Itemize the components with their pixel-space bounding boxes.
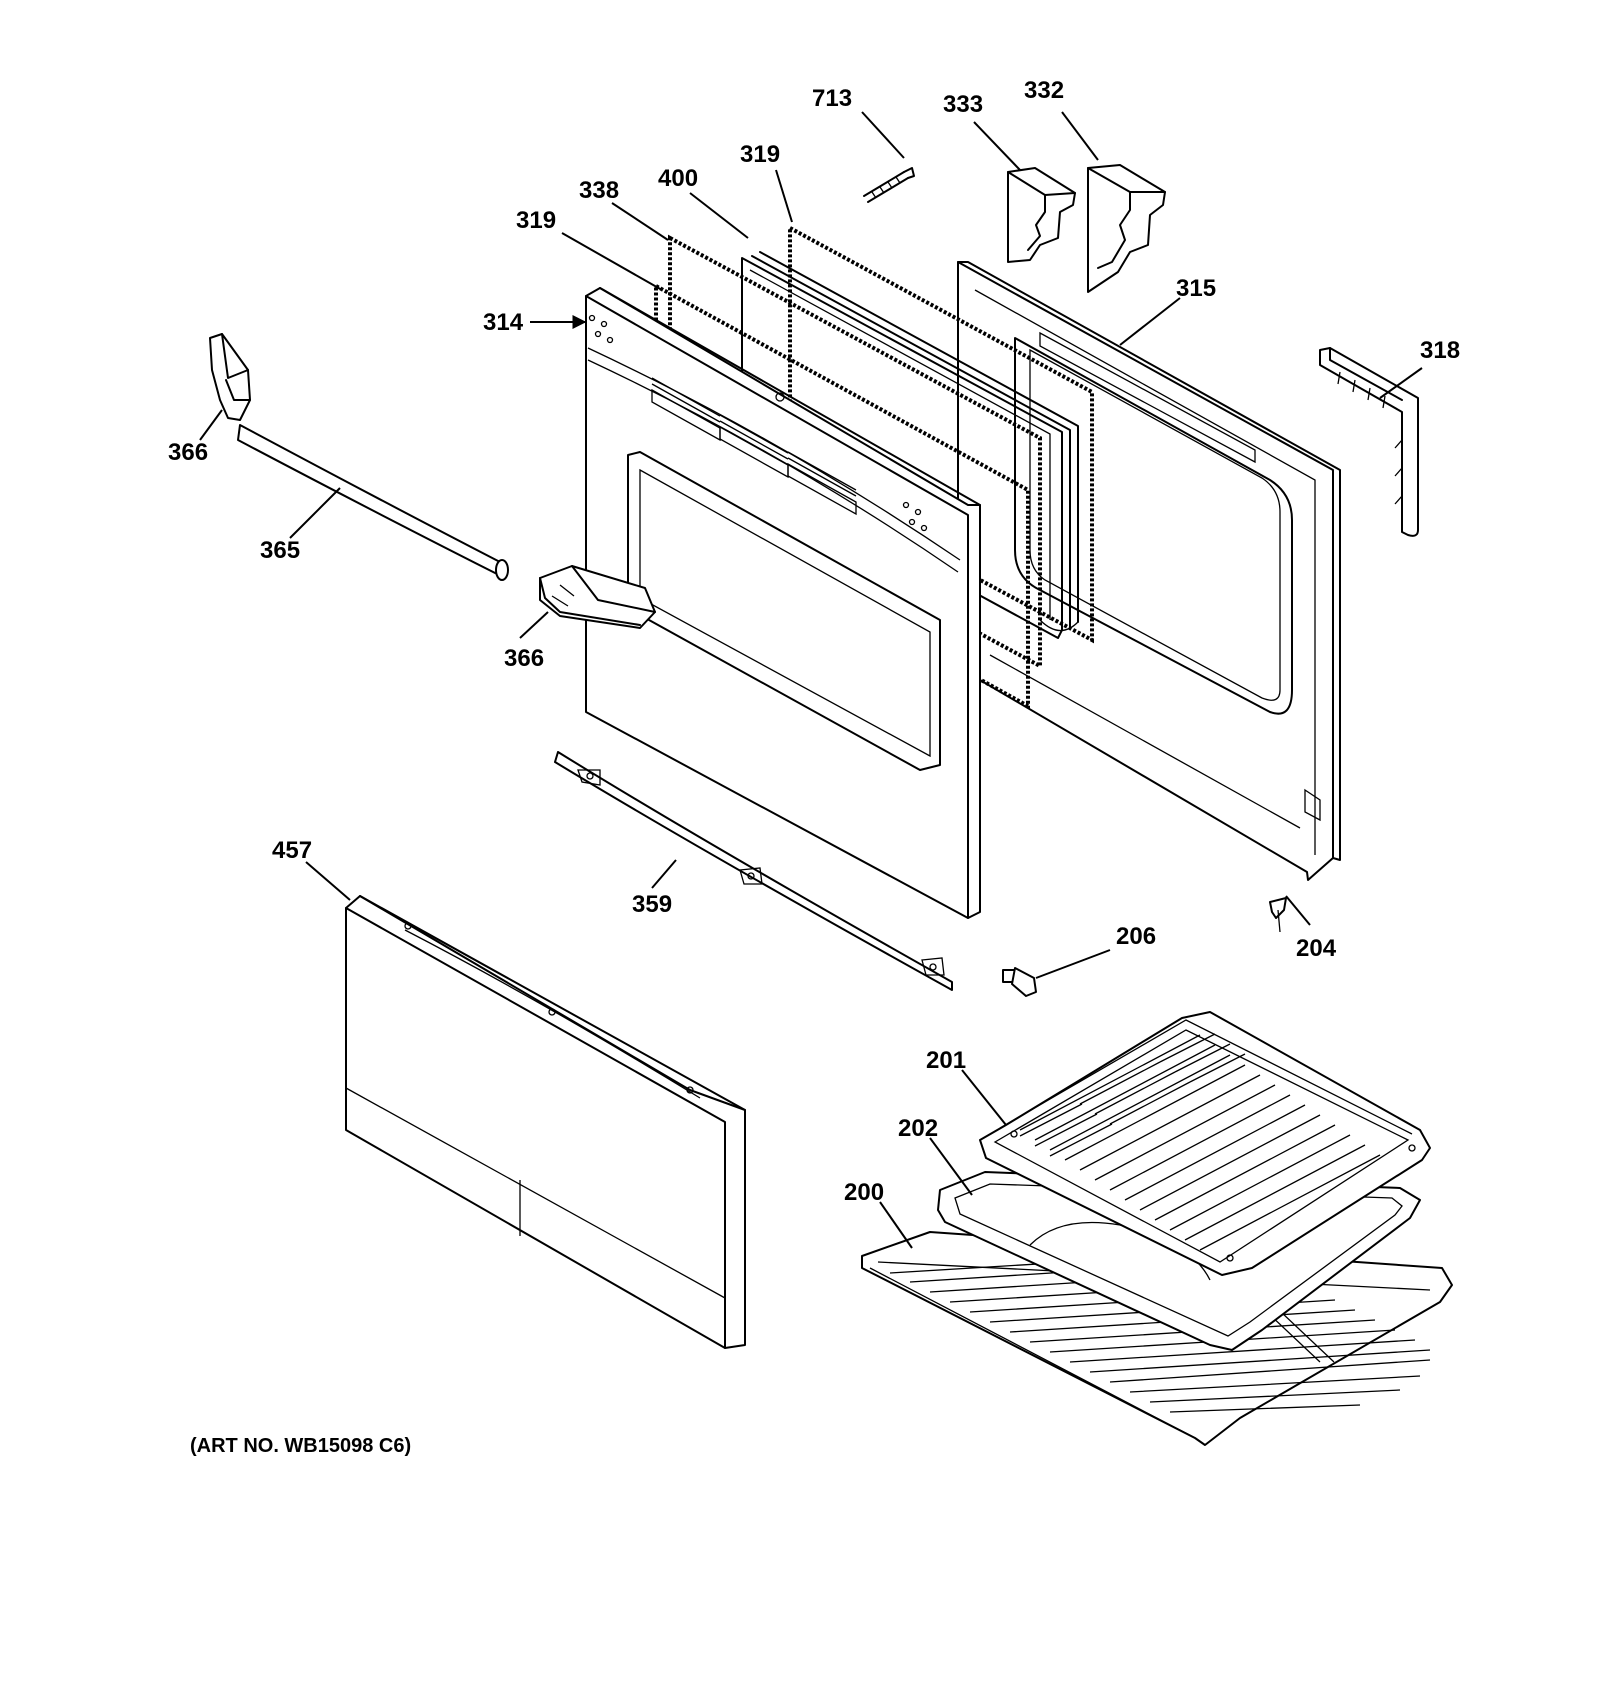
outer-door-panel (585, 287, 981, 919)
hinge-screw (863, 167, 915, 203)
insulation-panel-right (788, 224, 1094, 644)
label-202: 202 (898, 1115, 938, 1142)
door-hinge-332 (1087, 164, 1166, 293)
label-332: 332 (1024, 77, 1064, 104)
inner-door-panel (957, 261, 1341, 881)
door-trim-strip (554, 751, 953, 991)
label-359: 359 (632, 891, 672, 918)
door-handle-bar (237, 424, 509, 581)
label-338: 338 (579, 177, 619, 204)
label-366-right: 366 (504, 645, 544, 672)
label-457: 457 (272, 837, 312, 864)
label-366-left: 366 (168, 439, 208, 466)
label-365: 365 (260, 537, 300, 564)
label-713: 713 (812, 85, 852, 112)
glass-frame-assembly (741, 251, 1079, 639)
leader-lines (199, 111, 1423, 1249)
label-200: 200 (844, 1179, 884, 1206)
label-315: 315 (1176, 275, 1216, 302)
drawer-front (345, 895, 746, 1349)
label-206: 206 (1116, 923, 1156, 950)
handle-end-cap-left (209, 333, 251, 421)
label-319-left: 319 (516, 207, 556, 234)
door-hinge-333 (1007, 167, 1076, 263)
label-314: 314 (483, 309, 524, 336)
part-labels: 713 333 332 319 400 338 319 314 315 318 … (168, 77, 1460, 1206)
screw-206 (1002, 967, 1037, 997)
screw-204 (1269, 897, 1287, 933)
label-201: 201 (926, 1047, 966, 1074)
label-318: 318 (1420, 337, 1460, 364)
label-319-right: 319 (740, 141, 780, 168)
label-204: 204 (1296, 935, 1337, 962)
art-number: (ART NO. WB15098 C6) (190, 1435, 411, 1457)
label-333: 333 (943, 91, 983, 118)
handle-end-cap-right (539, 565, 656, 629)
door-trim-bracket (1319, 347, 1419, 537)
label-400: 400 (658, 165, 698, 192)
broiler-grid (979, 1011, 1431, 1276)
